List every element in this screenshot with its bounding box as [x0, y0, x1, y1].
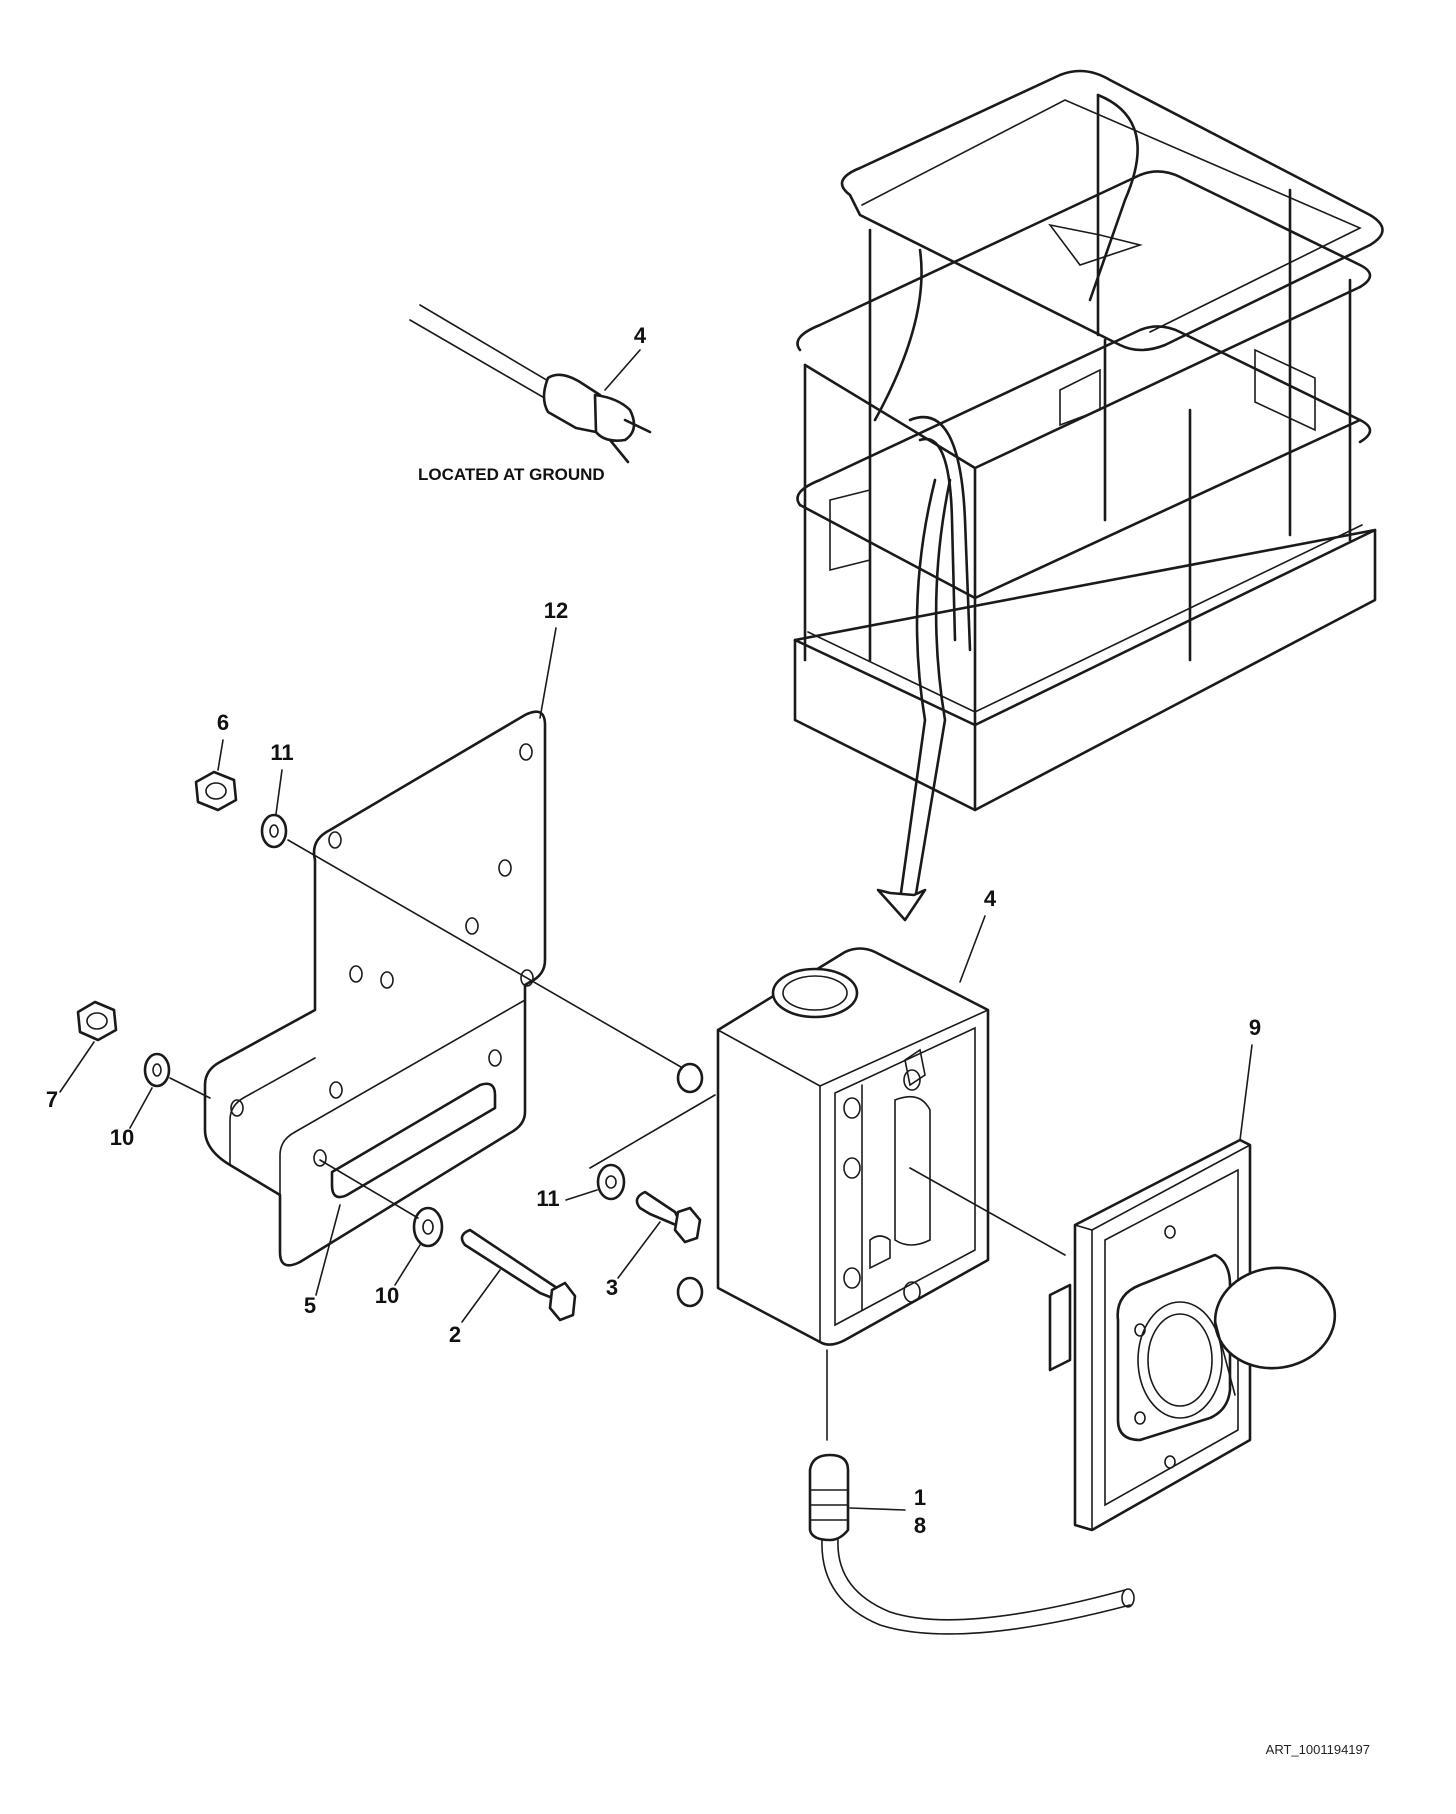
cord-connector: 1 8: [808, 1349, 1135, 1635]
mounting-plate: 12: [203, 598, 568, 1267]
callout-washer-low: 10: [375, 1283, 399, 1308]
washer-mid: 11: [536, 1094, 716, 1211]
callout-spacer: 5: [304, 1293, 316, 1318]
callout-screw-short: 3: [606, 1275, 618, 1300]
ground-plug: 4 LOCATED AT GROUND: [409, 304, 652, 484]
platform-basket: [793, 69, 1384, 812]
washer-low: 10: [319, 1159, 444, 1308]
callout-washer-top: 11: [270, 740, 293, 765]
spacer: 5: [304, 1204, 341, 1318]
receptacle: 9: [1048, 1015, 1337, 1532]
callout-connector-a: 1: [914, 1485, 926, 1510]
location-arrow: [876, 478, 952, 922]
callout-plug: 4: [634, 323, 647, 348]
callout-box: 4: [984, 886, 997, 911]
washer-left: 10: [110, 1052, 211, 1150]
callout-bolt-long: 2: [449, 1322, 461, 1347]
nut-left: 7: [46, 1000, 118, 1112]
washer-top: 11: [260, 740, 701, 1079]
screw-short: 3: [606, 1190, 702, 1300]
callout-receptacle: 9: [1249, 1015, 1261, 1040]
callout-nut-top: 6: [217, 710, 229, 735]
callout-connector-b: 8: [914, 1513, 926, 1538]
ground-note: LOCATED AT GROUND: [418, 465, 605, 484]
callout-washer-mid: 11: [536, 1186, 559, 1211]
callout-plate: 12: [544, 598, 568, 623]
callout-nut-left: 7: [46, 1087, 58, 1112]
bolt-long: 2: [449, 1228, 577, 1347]
nut-top: 6: [194, 710, 238, 812]
junction-box: 4: [676, 886, 1066, 1346]
art-id: ART_1001194197: [1266, 1742, 1370, 1757]
callout-washer-left: 10: [110, 1125, 134, 1150]
